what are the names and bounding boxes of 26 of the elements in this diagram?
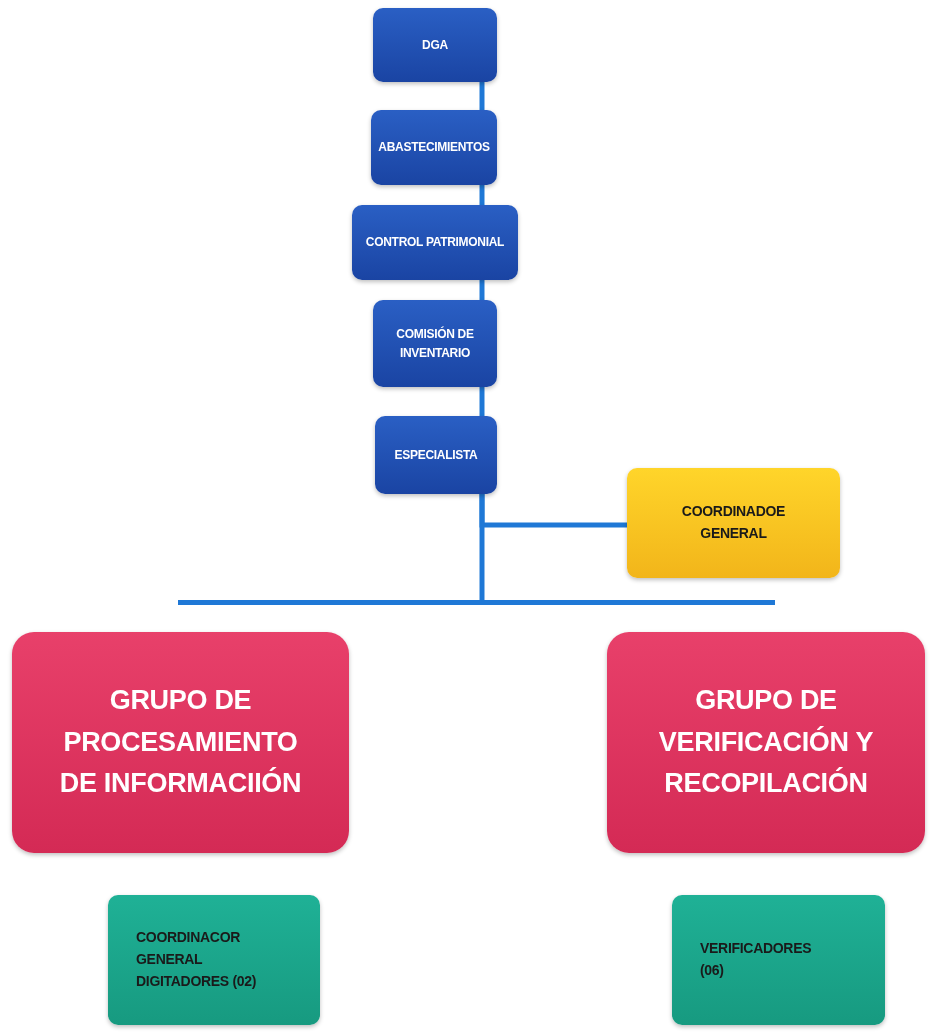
box-label: COMISIÓN DE INVENTARIO: [395, 325, 475, 362]
box-label: VERIFICADORES (06): [700, 939, 813, 980]
org-box: [373, 8, 497, 82]
box-label: COORDINACOR GENERAL DIGITADORES (02): [136, 928, 258, 991]
org-box: [627, 468, 840, 578]
connector-bar: [178, 600, 775, 605]
connector-line: [479, 494, 485, 600]
box-label: GRUPO DE PROCESAMIENTO DE INFORMACIIÓN: [58, 683, 303, 801]
org-box: [373, 300, 497, 387]
connector-line: [479, 280, 485, 300]
box-label: DGA: [422, 36, 448, 54]
box-label: COORDINADOE GENERAL: [680, 502, 787, 543]
box-label: ESPECIALISTA: [394, 446, 478, 464]
org-box: [607, 632, 925, 853]
org-box: [375, 416, 497, 494]
connector-line: [479, 387, 485, 416]
org-box: [108, 895, 320, 1025]
box-label: ABASTECIMIENTOS: [378, 139, 490, 157]
org-box: [352, 205, 518, 280]
org-box: [672, 895, 885, 1025]
connector-line: [479, 185, 485, 205]
org-box: [371, 110, 497, 185]
org-box: [12, 632, 349, 853]
box-label: CONTROL PATRIMONIAL: [365, 234, 505, 252]
connector-line: [479, 82, 485, 110]
box-label: GRUPO DE VERIFICACIÓN Y RECOPILACIÓN: [657, 683, 875, 801]
